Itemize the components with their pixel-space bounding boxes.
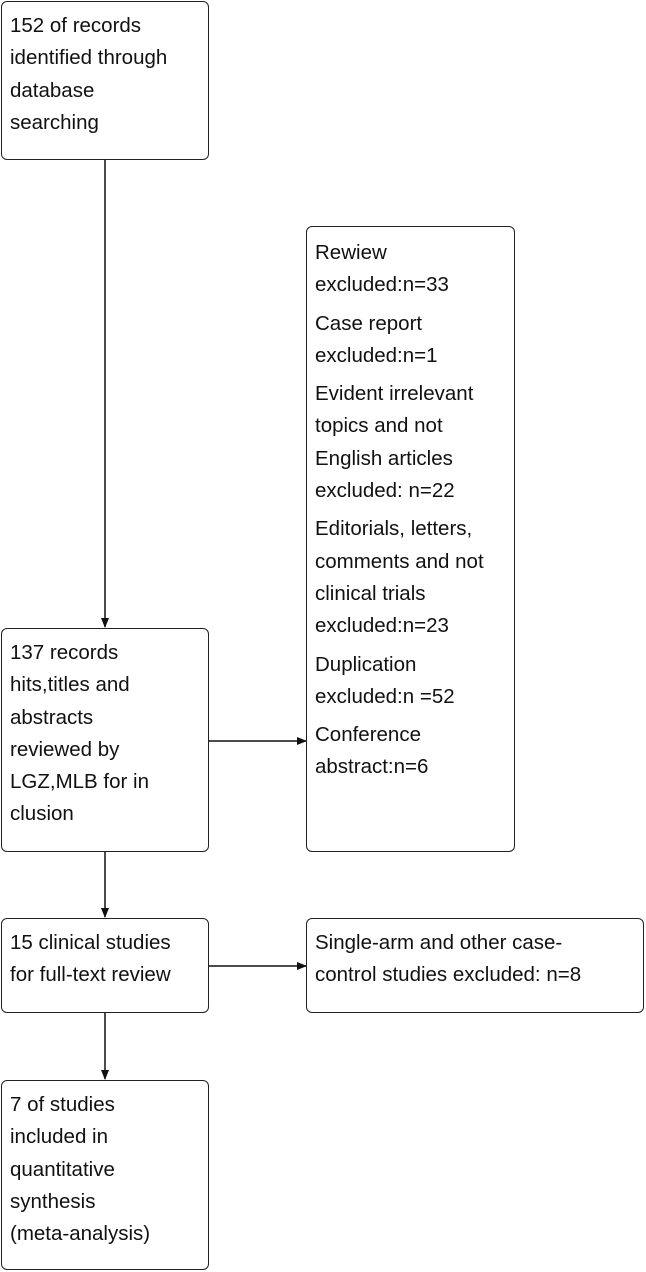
exclusion-review: Rewiew excluded:n=33 [315, 241, 449, 297]
fulltext-text: 15 clinical studies for full-text review [10, 931, 171, 987]
exclusions-box: Rewiew excluded:n=33 Case report exclude… [306, 226, 515, 852]
fulltext-excluded-text: Single-arm and other case- control studi… [315, 931, 582, 987]
exclusion-duplication: Duplication excluded:n =52 [315, 652, 455, 708]
included-box: 7 of studies included in quantitative sy… [1, 1080, 209, 1270]
identified-box: 152 of records identified through databa… [1, 1, 209, 160]
exclusion-conference-abstract: Conference abstract:n=6 [315, 723, 429, 779]
exclusion-case-report: Case report excluded:n=1 [315, 311, 438, 367]
exclusion-editorials: Editorials, letters, comments and not cl… [315, 517, 484, 638]
screened-text: 137 records hits,titles and abstracts re… [10, 641, 149, 826]
identified-text: 152 of records identified through databa… [10, 14, 168, 134]
included-text: 7 of studies included in quantitative sy… [10, 1093, 151, 1246]
fulltext-box: 15 clinical studies for full-text review [1, 918, 209, 1013]
fulltext-excluded-box: Single-arm and other case- control studi… [306, 918, 644, 1013]
exclusion-irrelevant-topics: Evident irrelevant topics and not Englis… [315, 382, 474, 503]
screened-box: 137 records hits,titles and abstracts re… [1, 628, 209, 852]
